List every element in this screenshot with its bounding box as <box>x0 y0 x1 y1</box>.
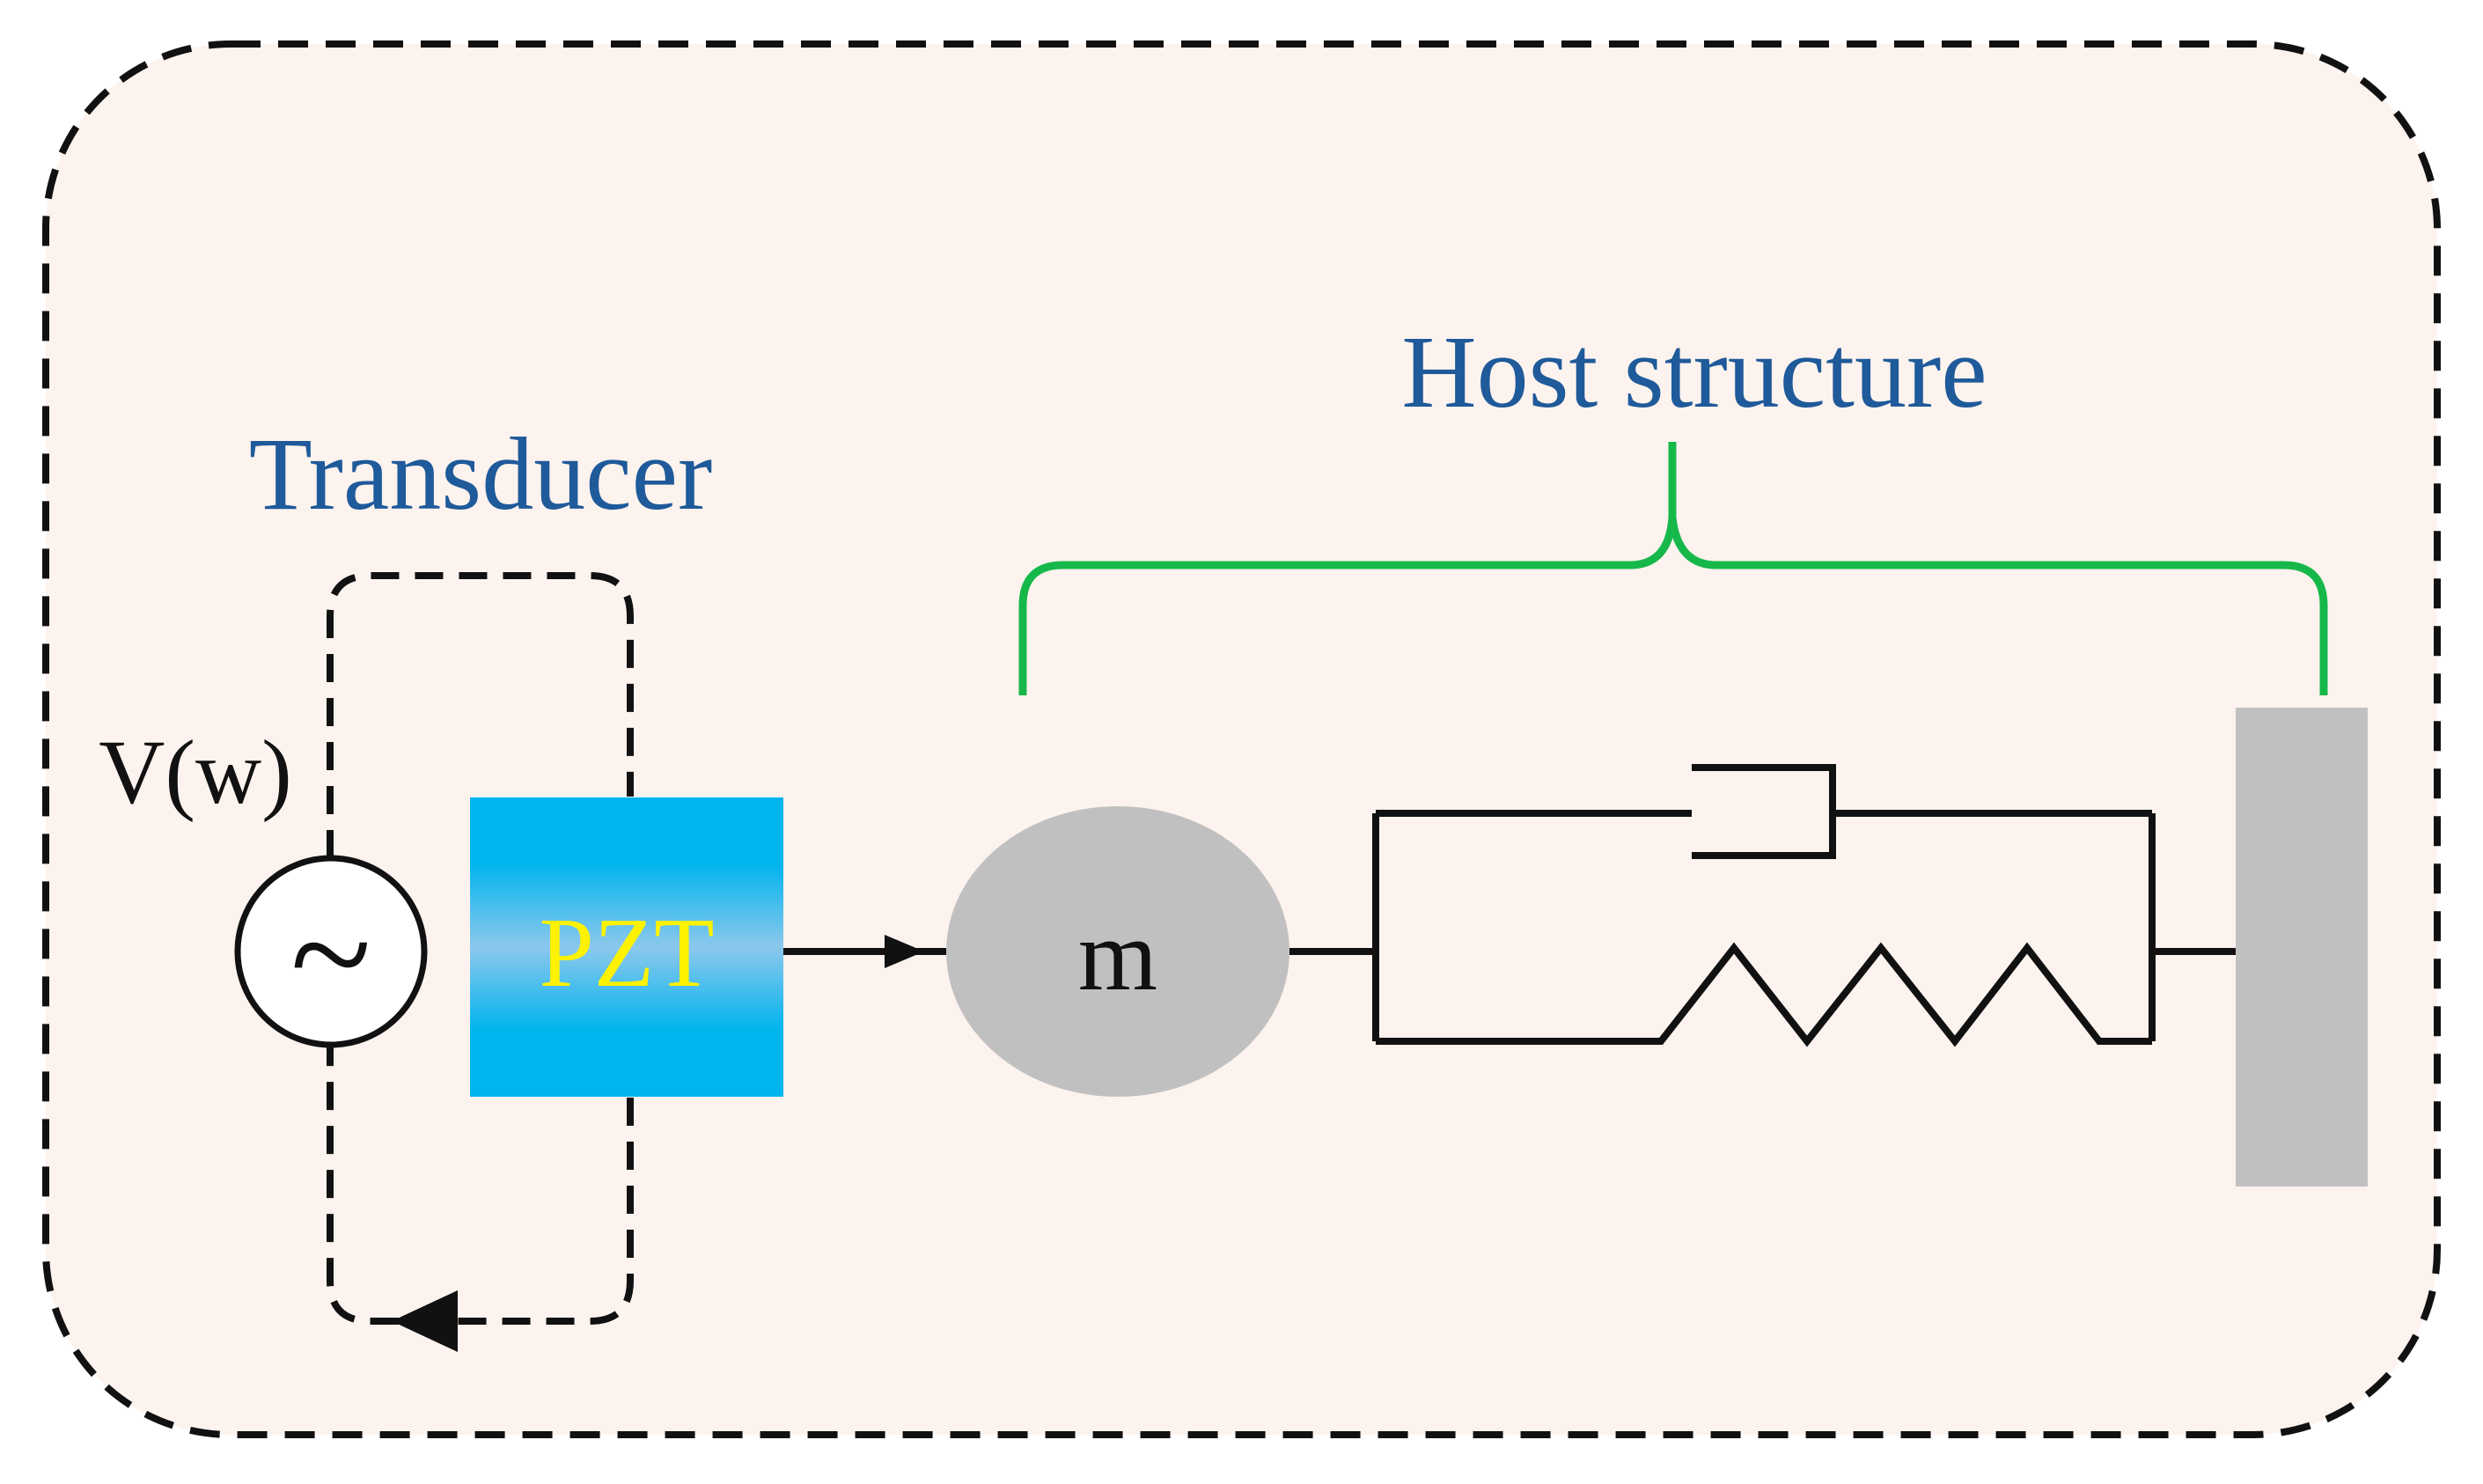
damper-icon <box>1376 764 2152 859</box>
mass-element <box>946 806 1289 1097</box>
host-structure-label: Host structure <box>1401 314 1987 430</box>
transducer-dashed-loop <box>327 572 634 1325</box>
transducer-label: Transducer <box>249 416 713 532</box>
loop-direction-arrow-icon <box>392 1290 458 1352</box>
source-symbol: ~ <box>290 871 371 1037</box>
pzt-label: PZT <box>539 899 714 1008</box>
spring-damper-network <box>1372 764 2156 1047</box>
outer-system-boundary <box>42 40 2441 1438</box>
mass-label: m <box>1078 900 1157 1012</box>
host-structure-bracket <box>1018 442 2328 695</box>
fixed-support-wall <box>2236 708 2368 1186</box>
force-arrow-icon <box>885 935 924 968</box>
spring-icon <box>1376 942 2152 1047</box>
voltage-source-label: V(w) <box>99 722 291 823</box>
pzt-transducer-block <box>470 797 783 1097</box>
ac-voltage-source-icon: ~ <box>234 855 428 1048</box>
